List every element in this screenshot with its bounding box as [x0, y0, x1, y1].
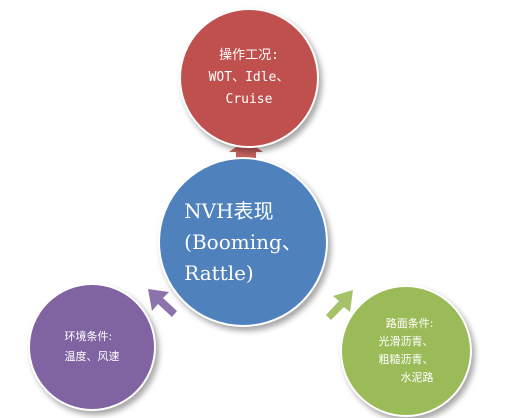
- node-operating-conditions: 操作工况: WOT、Idle、 Cruise: [179, 8, 319, 148]
- arrow-to-road-conditions: [326, 290, 353, 320]
- node-environment-conditions: 环境条件: 温度、风速: [28, 283, 156, 411]
- node-nvh-performance: NVH表现 (Booming、 Rattle): [158, 157, 328, 327]
- arrow-up-to-operating-conditions: [229, 140, 263, 162]
- arrow-to-environment-conditions: [148, 289, 177, 317]
- node-operating-conditions-label: 操作工况: WOT、Idle、 Cruise: [208, 48, 290, 107]
- node-environment-conditions-label: 环境条件: 温度、风速: [64, 330, 120, 363]
- node-road-conditions-label: 路面条件: 光滑沥青、 粗糙沥青、 水泥路: [378, 317, 434, 384]
- node-road-conditions: 路面条件: 光滑沥青、 粗糙沥青、 水泥路: [340, 285, 472, 417]
- node-nvh-performance-label: NVH表现 (Booming、 Rattle): [184, 198, 302, 285]
